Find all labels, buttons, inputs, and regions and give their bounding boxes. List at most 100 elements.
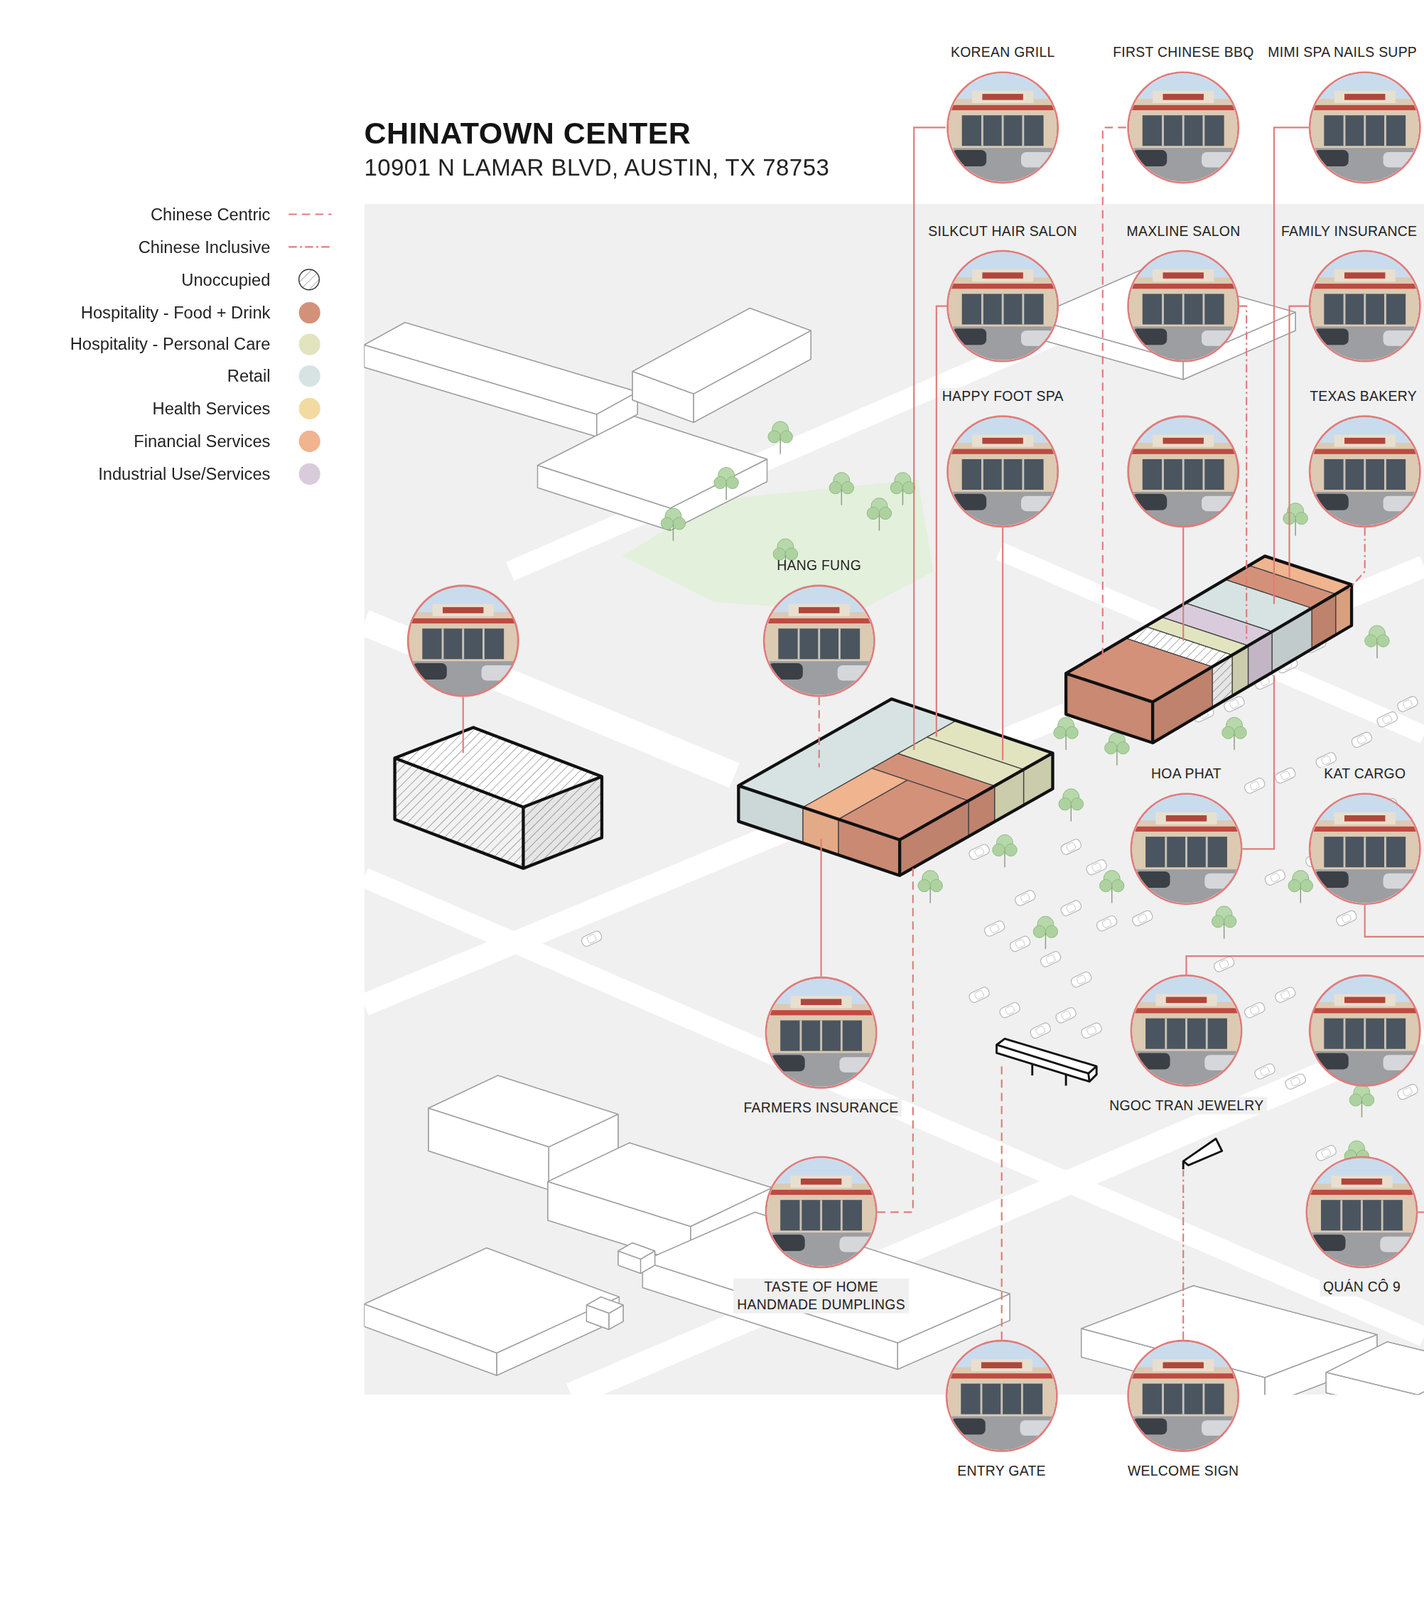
- photo-use: [948, 252, 1057, 361]
- site-map: [363, 203, 1424, 1395]
- photo-circle: FARMERS INSURANCE: [765, 976, 878, 1089]
- storefront-photo-image: [948, 252, 1057, 361]
- photo-circle: TEXAS BAKERY: [1308, 414, 1422, 528]
- legend-label: Retail: [227, 365, 271, 386]
- unit-roof: [547, 1142, 773, 1227]
- photo-use: [1131, 976, 1240, 1085]
- legend-swatch: [299, 462, 321, 484]
- welcome-sign-model: [1183, 1138, 1223, 1169]
- place-label: KAT CARGO: [1320, 765, 1410, 783]
- legend-swatch: [299, 397, 321, 419]
- storefront-photo: [1131, 794, 1240, 903]
- storefront-photo: [948, 73, 1057, 182]
- photo-circle: TASTE OF HOME HANDMADE DUMPLINGS: [765, 1155, 878, 1268]
- hatched-circle: [299, 269, 320, 290]
- line-sample: [288, 245, 332, 248]
- photo-circle: KAT CARGO: [1308, 792, 1422, 905]
- photo-circle: KOREAN GRILL: [946, 71, 1059, 184]
- unit-roof: [363, 322, 638, 415]
- photo-circle: ENTRY GATE: [945, 1339, 1059, 1452]
- place-label: FIRST CHINESE BBQ: [1109, 44, 1258, 62]
- legend-swatch: [299, 301, 321, 323]
- legend-label: Chinese Centric: [150, 203, 271, 225]
- legend-label: Hospitality - Personal Care: [70, 333, 271, 354]
- storefront-photo: [1311, 794, 1420, 903]
- photo-circles: [407, 414, 1422, 1087]
- place-label: FARMERS INSURANCE: [740, 1098, 902, 1116]
- photo-use: [765, 586, 874, 695]
- photo-circle: QUÁN CÔ 9: [1305, 1155, 1418, 1268]
- legend-sample: [286, 268, 334, 292]
- photo-circle: SILKCUT HAIR SALON: [946, 250, 1059, 363]
- photo-use: [947, 1341, 1056, 1450]
- photo-use: [948, 417, 1057, 526]
- unit-roof: [1325, 1341, 1424, 1395]
- unit-roof: [586, 1296, 624, 1314]
- photo-use: [1311, 794, 1420, 903]
- photo-circle: MIMI SPA NAILS SUPP: [1308, 71, 1422, 184]
- photo-use: [1129, 73, 1238, 182]
- photo-circle: NGOC TRAN JEWELRY: [1130, 974, 1243, 1087]
- storefront-photo-image: [1129, 252, 1238, 361]
- place-label: HOA PHAT: [1148, 765, 1225, 783]
- place-label: HANG FUNG: [773, 557, 865, 575]
- storefront-photo: [948, 252, 1057, 361]
- unit-roof: [428, 1075, 619, 1147]
- legend-sample: [286, 203, 334, 226]
- building-outline: [618, 1242, 656, 1273]
- entry-gate-model: [996, 1038, 1098, 1086]
- photo-circle: FIRST CHINESE BBQ: [1126, 71, 1240, 184]
- photo-use: [767, 978, 876, 1087]
- photo-use: [1129, 1341, 1238, 1450]
- storefront-photo: [1129, 73, 1238, 182]
- place-label: ENTRY GATE: [954, 1461, 1049, 1479]
- storefront-photo: [1307, 1157, 1416, 1266]
- line-sample: [288, 213, 332, 215]
- photo-use: [1311, 252, 1420, 361]
- storefront-photo-image: [948, 417, 1057, 526]
- photo-use: [767, 1157, 876, 1266]
- storefront-photo: [767, 1157, 876, 1266]
- place-label: TEXAS BAKERY: [1306, 387, 1420, 406]
- map-ground: [363, 203, 1424, 1395]
- legend-sample: [286, 235, 334, 259]
- storefront-photo-image: [1129, 73, 1238, 182]
- storefront-photo: [1311, 417, 1420, 526]
- storefront-photo: [1129, 1341, 1238, 1450]
- storefront-photo-image: [1311, 73, 1420, 182]
- unit-roof: [838, 780, 969, 840]
- storefront-photo-image: [1129, 1341, 1238, 1450]
- storefront-photo-image: [767, 1157, 876, 1266]
- legend-label: Financial Services: [133, 430, 271, 452]
- storefront-photo: [1129, 252, 1238, 361]
- storefront-photo: [765, 586, 874, 695]
- unit-roof: [395, 727, 602, 808]
- unit-roof: [537, 416, 768, 509]
- storefront-photo-image: [1307, 1157, 1416, 1266]
- storefront-photo-image: [1311, 794, 1420, 903]
- storefront-photo-image: [948, 73, 1057, 182]
- trees: [660, 421, 1390, 1174]
- photo-use: [1311, 73, 1420, 182]
- unit-roof: [1081, 1285, 1378, 1378]
- roads: [363, 306, 1424, 1395]
- building-outline: [363, 1247, 619, 1375]
- building-outline: [1325, 1341, 1424, 1395]
- building-outline: [395, 727, 602, 869]
- legend-swatch: [299, 364, 321, 386]
- photo-circle: MAXLINE SALON: [1126, 250, 1240, 363]
- legend-swatch: [299, 429, 321, 452]
- photo-circle: HOA PHAT: [1130, 792, 1243, 905]
- storefront-photo: [947, 1341, 1056, 1450]
- legend-swatch: [299, 333, 321, 355]
- legend-label: Health Services: [152, 397, 271, 419]
- storefront-photo-image: [1131, 976, 1240, 1085]
- photo-use: [1131, 794, 1240, 903]
- storefront-photo: [1311, 73, 1420, 182]
- storefront-photo-image: [767, 978, 876, 1087]
- storefront-photo: [1131, 976, 1240, 1085]
- photo-use: [948, 73, 1057, 182]
- building-outline: [632, 308, 811, 423]
- parked-cars: [580, 635, 1420, 1193]
